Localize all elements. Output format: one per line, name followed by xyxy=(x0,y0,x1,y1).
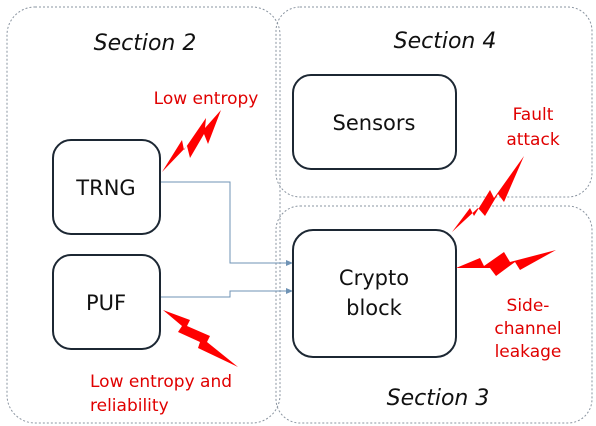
lightning-bolt-icon xyxy=(456,250,556,276)
threat-fault-attack-line1: Fault xyxy=(513,105,554,125)
arrow-icon xyxy=(286,260,293,266)
crypto-block: Crypto block xyxy=(292,229,457,358)
sensors-block: Sensors xyxy=(292,74,457,170)
puf-block: PUF xyxy=(52,254,161,350)
threat-puf-line2: reliability xyxy=(90,396,169,416)
trng-to-crypto-connector xyxy=(160,181,293,266)
sensors-label: Sensors xyxy=(333,111,416,135)
threat-low-entropy: Low entropy xyxy=(154,89,259,109)
section-2-container xyxy=(6,6,281,424)
section-2-title: Section 2 xyxy=(94,31,197,56)
trng-label: TRNG xyxy=(75,176,135,200)
puf-to-crypto-connector xyxy=(160,288,293,298)
puf-label: PUF xyxy=(86,291,126,315)
arrow-icon xyxy=(286,288,293,294)
section-3-title: Section 3 xyxy=(387,386,490,411)
section-4-container xyxy=(275,6,593,198)
threat-side-channel-line1: Side- xyxy=(507,296,550,316)
crypto-label-line2: block xyxy=(346,296,403,320)
lightning-bolt-icon xyxy=(163,310,238,367)
lightning-bolt-icon xyxy=(452,156,524,232)
section-4-title: Section 4 xyxy=(394,29,497,54)
threat-puf-line1: Low entropy and xyxy=(90,372,232,392)
threat-fault-attack-line2: attack xyxy=(506,130,560,150)
trng-block: TRNG xyxy=(52,139,161,235)
lightning-bolt-icon xyxy=(162,110,221,172)
section-3-container xyxy=(275,205,593,424)
threat-side-channel-line3: leakage xyxy=(495,342,562,362)
threat-side-channel-line2: channel xyxy=(494,319,561,339)
crypto-label-line1: Crypto xyxy=(339,266,409,290)
